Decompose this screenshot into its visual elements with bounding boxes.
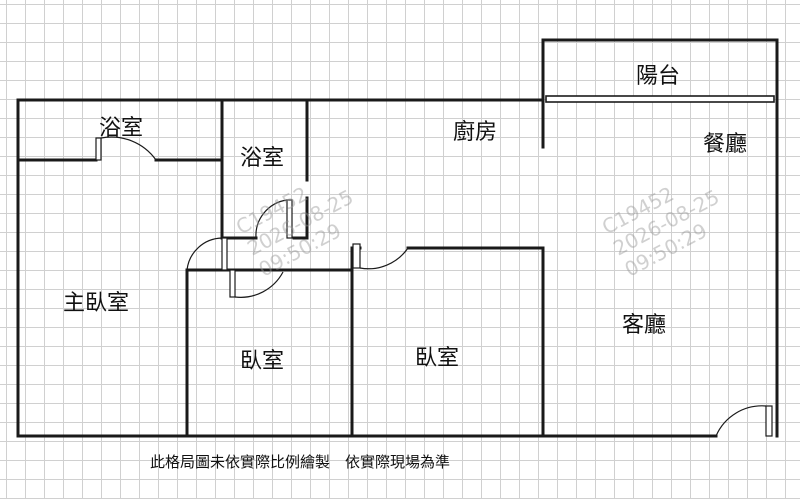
- door-bedroom-2: [352, 243, 409, 270]
- door-entry: [715, 405, 773, 437]
- room-label-bedroom-2: 臥室: [415, 346, 460, 371]
- room-label-second-bath: 浴室: [240, 146, 285, 171]
- door-master-bath: [95, 136, 157, 161]
- doors: [95, 136, 773, 437]
- door-master-bedroom: [186, 237, 228, 271]
- room-label-bedroom-1: 臥室: [240, 349, 285, 374]
- balcony-walls: [541, 38, 779, 149]
- balcony-railing: [545, 95, 775, 103]
- door-second-bath: [255, 199, 293, 239]
- exterior-walls: [16, 98, 779, 438]
- room-label-master-bath: 浴室: [99, 116, 144, 141]
- door-bedroom-1: [229, 269, 284, 298]
- disclaimer-note: 此格局圖未依實際比例繪製 依實際現場為準: [150, 453, 451, 471]
- room-label-dining: 餐廳: [703, 132, 748, 157]
- room-label-master-bedroom: 主臥室: [63, 291, 130, 316]
- room-label-living-room: 客廳: [622, 313, 667, 338]
- room-label-balcony: 陽台: [636, 64, 681, 89]
- room-label-kitchen: 廚房: [453, 120, 498, 145]
